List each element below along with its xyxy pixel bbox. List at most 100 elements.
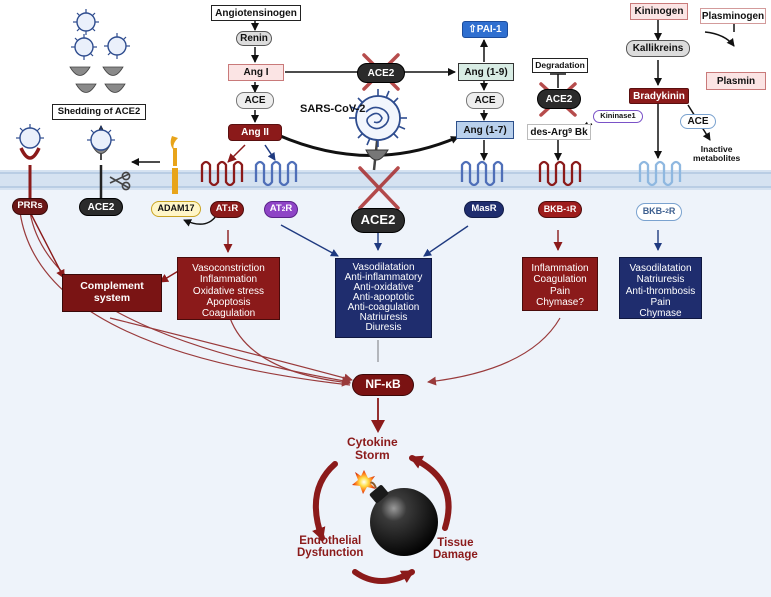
bkb1-effect-3: Chymase? <box>536 296 584 308</box>
at2r-receptor-graphic <box>254 160 298 187</box>
ang1-box: Ang I <box>228 64 284 81</box>
ang17-box: Ang (1-7) <box>456 121 514 139</box>
bkb1r-prefix: BKB- <box>543 203 567 214</box>
degradation-inhibition <box>550 73 566 88</box>
des-arg-subscript: 9 <box>568 128 573 136</box>
inactive-metabolites-label: Inactive metabolites <box>693 145 740 163</box>
bkb1r-subscript: 1 <box>566 205 570 213</box>
bkb1-effects-box: Inflammation Coagulation Pain Chymase? <box>522 257 598 311</box>
at1r-receptor-graphic <box>200 160 244 187</box>
at1-effect-1: Inflammation <box>199 274 258 286</box>
at1r-prefix: AT <box>215 203 228 215</box>
angiotensinogen-box: Angiotensinogen <box>211 5 301 21</box>
pai1-box: ⇧PAI-1 <box>462 21 508 38</box>
ang2-box: Ang II <box>228 124 282 141</box>
masr-receptor-graphic <box>460 160 504 187</box>
complement-line2: system <box>93 291 131 304</box>
ace2-effect-1: Anti-inflammatory <box>344 272 423 283</box>
bkb2r-suffix: R <box>668 206 676 217</box>
des-arg-suffix: Bk <box>572 126 588 138</box>
at1-effect-0: Vasoconstriction <box>192 263 265 274</box>
at1r-subscript: 1 <box>227 205 232 213</box>
renin-box: Renin <box>236 31 272 46</box>
at2r-prefix: AT <box>269 203 282 215</box>
tissue-damage-label: Tissue Damage <box>433 537 478 561</box>
membrane-lipid-pattern <box>0 172 771 188</box>
ace2-membrane-pill: ACE2 <box>79 198 123 216</box>
bkb2-effect-3: Pain <box>650 296 671 308</box>
inactive-metabolites-line1: Inactive <box>700 144 733 154</box>
ace2-effect-0: Vasodilatation <box>352 262 415 273</box>
degradation-box: Degradation <box>532 58 588 73</box>
ace-box-b: ACE <box>466 92 504 109</box>
inactive-metabolites-line2: metabolites <box>693 152 741 163</box>
nfkb-pill: NF-κB <box>352 374 414 396</box>
cytokine-line1: Cytokine <box>347 435 398 449</box>
at2r-suffix: R <box>285 203 293 215</box>
bkb2-effect-1: Natriuresis <box>636 274 685 286</box>
endothelial-dysfunction-label: Endothelial Dysfunction <box>297 535 363 559</box>
ace2-effect-6: Diuresis <box>365 322 402 333</box>
bkb1r-receptor-graphic <box>538 160 582 187</box>
complement-system-box: Complement system <box>62 274 162 312</box>
ace-box-a: ACE <box>236 92 274 109</box>
plasmin-box: Plasmin <box>706 72 766 90</box>
at1-effects-box: Vasoconstriction Inflammation Oxidative … <box>177 257 280 320</box>
kininase1-pill: Kininase1 <box>593 110 643 123</box>
shedding-ace2-box: Shedding of ACE2 <box>52 104 146 120</box>
ace2-effect-3: Anti-apoptotic <box>352 292 415 303</box>
masr-pill: MasR <box>464 201 504 218</box>
ace2-central-pill: ACE2 <box>351 208 405 233</box>
ace2-top-pill: ACE2 <box>357 63 405 83</box>
at1-effect-2: Oxidative stress <box>192 285 265 297</box>
plasminogen-box: Plasminogen <box>700 8 766 24</box>
at1r-suffix: R <box>231 203 239 215</box>
bkb1-effect-0: Inflammation <box>531 263 589 274</box>
bomb-icon <box>352 470 438 556</box>
at1-effect-4: Coagulation <box>201 308 256 320</box>
tissue-line1: Tissue <box>437 537 474 549</box>
kallikreins-box: Kallikreins <box>626 40 690 57</box>
ace2-effect-2: Anti-oxidative <box>353 282 414 293</box>
cytokine-line2: Storm <box>355 447 390 462</box>
kininogen-box: Kininogen <box>630 3 688 20</box>
adam17-graphic <box>170 136 178 194</box>
cytokine-storm-label: Cytokine Storm <box>347 436 398 461</box>
des-arg-prefix: des-Arg <box>530 126 569 138</box>
endothelial-line1: Endothelial <box>299 535 362 547</box>
at2r-subscript: 2 <box>281 205 286 213</box>
bkb1r-suffix: R <box>569 203 577 214</box>
bkb2-effect-4: Chymase <box>639 308 682 320</box>
sars-cov2-virion-icon <box>349 89 407 147</box>
virus-particles <box>16 9 407 151</box>
bkb2r-prefix: BKB- <box>642 206 666 217</box>
bkb2-effect-2: Anti-thrombosis <box>625 285 696 297</box>
tissue-line2: Damage <box>433 549 478 562</box>
bkb1-effect-2: Pain <box>549 285 570 297</box>
ace2-effect-5: Natriuresis <box>359 312 408 323</box>
ace2-degraded-pill: ACE2 <box>537 89 581 109</box>
at1-effect-3: Apoptosis <box>206 296 251 308</box>
ang19-box: Ang (1-9) <box>458 63 514 81</box>
ace2-effects-box: Vasodilatation Anti-inflammatory Anti-ox… <box>335 258 432 338</box>
adam17-pill: ADAM17 <box>151 201 201 217</box>
sars-cov2-label: SARS-CoV-2 <box>300 103 366 115</box>
endothelial-line2: Dysfunction <box>297 547 364 560</box>
bkb1-effect-1: Coagulation <box>533 274 587 286</box>
bkb2-effects-box: Vasodilatation Natriuresis Anti-thrombos… <box>619 257 702 319</box>
bkb2r-subscript: 2 <box>665 208 669 216</box>
complement-line1: Complement <box>80 280 144 292</box>
prrs-pill: PRRs <box>12 198 48 215</box>
bkb2-effect-0: Vasodilatation <box>629 263 692 274</box>
bkb2r-receptor-graphic <box>638 160 682 187</box>
at1r-to-adam17-arrow <box>183 215 217 227</box>
ace2-effect-4: Anti-coagulation <box>347 302 420 313</box>
scissors-icon <box>109 171 131 191</box>
